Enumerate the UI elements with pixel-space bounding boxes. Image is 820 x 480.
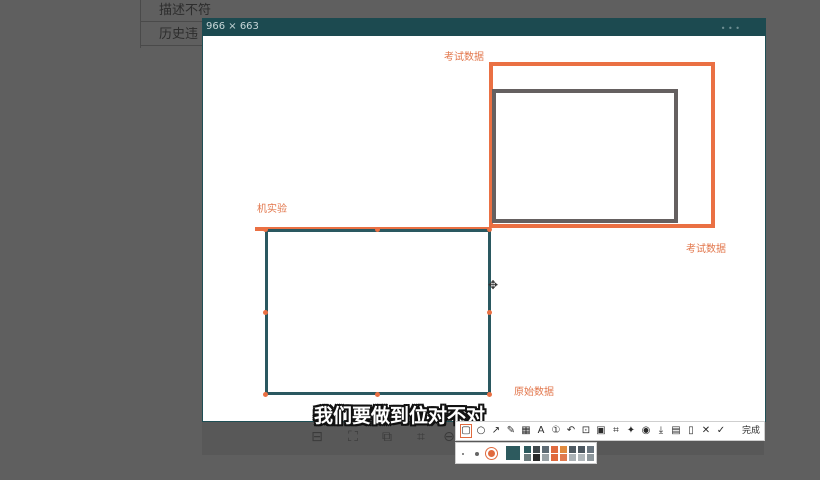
label-middle-left: 机实验: [257, 204, 287, 215]
rectangle-icon[interactable]: ▢: [460, 424, 472, 438]
layout-icon: ⊟: [311, 429, 323, 445]
label-top-right: 考试数据: [444, 52, 484, 63]
color-swatch[interactable]: [560, 454, 567, 461]
color-swatch[interactable]: [524, 446, 531, 453]
label-right-bottom: 考试数据: [686, 244, 726, 255]
video-subtitle: 我们要做到位对不对: [314, 405, 486, 427]
color-swatch[interactable]: [569, 446, 576, 453]
color-swatch[interactable]: [533, 446, 540, 453]
window-controls: • • •: [720, 24, 740, 33]
capture-size-bar: 966 × 663 • • •: [202, 18, 766, 36]
save-icon[interactable]: ▤: [671, 425, 681, 436]
color-swatch[interactable]: [569, 454, 576, 461]
confirm-icon[interactable]: ✓: [716, 425, 726, 436]
label-bottom: 原始数据: [514, 387, 554, 398]
number-icon[interactable]: ①: [551, 425, 561, 436]
color-swatch[interactable]: [578, 454, 585, 461]
color-swatch[interactable]: [551, 454, 558, 461]
resize-handle[interactable]: [375, 227, 380, 232]
zoom-icon: ⊖: [443, 429, 455, 445]
resize-handle[interactable]: [263, 310, 268, 315]
arrow-icon[interactable]: ↗: [491, 425, 501, 436]
fit-icon: ⛶: [348, 429, 358, 445]
size-medium-option[interactable]: [475, 452, 479, 456]
resize-handle[interactable]: [487, 310, 492, 315]
resize-handle[interactable]: [375, 392, 380, 397]
background-document: 描述不符 历史违: [140, 0, 231, 48]
background-row: 描述不符: [141, 0, 231, 22]
bookmark-icon[interactable]: ▯: [688, 425, 694, 436]
move-cursor-icon: ✥: [488, 278, 499, 292]
crop-icon: ⌗: [417, 429, 425, 445]
resize-handle[interactable]: [487, 227, 492, 232]
color-swatch[interactable]: [542, 454, 549, 461]
size-large-option[interactable]: [488, 450, 495, 457]
undo-icon[interactable]: ↶: [566, 425, 576, 436]
orange-rectangle[interactable]: [489, 62, 715, 228]
ellipse-icon[interactable]: ○: [476, 425, 486, 436]
download-icon[interactable]: ⤓: [658, 425, 664, 436]
close-icon[interactable]: ✕: [701, 425, 711, 436]
resize-handle[interactable]: [263, 227, 268, 232]
record-icon[interactable]: ◉: [641, 425, 651, 436]
color-swatch[interactable]: [551, 446, 558, 453]
mosaic-icon[interactable]: ▦: [521, 425, 531, 436]
pen-icon[interactable]: ✎: [506, 425, 516, 436]
size-small-option[interactable]: [462, 453, 464, 455]
ocr-icon[interactable]: ⊡: [581, 425, 591, 436]
color-swatch[interactable]: [587, 454, 594, 461]
done-button[interactable]: 完成: [741, 426, 760, 436]
text-icon[interactable]: A: [537, 425, 545, 436]
color-swatch[interactable]: [533, 454, 540, 461]
color-palette: [455, 442, 597, 464]
color-swatch[interactable]: [524, 454, 531, 461]
copy-icon: ⧉: [382, 429, 392, 445]
qrcode-icon[interactable]: ▣: [596, 425, 606, 436]
color-swatch[interactable]: [542, 446, 549, 453]
color-swatch[interactable]: [578, 446, 585, 453]
selected-rectangle[interactable]: [265, 229, 491, 395]
current-color: [506, 446, 520, 460]
resize-handle[interactable]: [487, 392, 492, 397]
resize-handle[interactable]: [263, 392, 268, 397]
scan-icon[interactable]: ⌗: [613, 425, 619, 436]
color-swatch[interactable]: [560, 446, 567, 453]
gray-rectangle[interactable]: [492, 89, 678, 223]
capture-size-label: 966 × 663: [206, 21, 259, 32]
pin-icon[interactable]: ✦: [626, 425, 636, 436]
background-row: 历史违: [141, 24, 231, 46]
color-swatch[interactable]: [587, 446, 594, 453]
